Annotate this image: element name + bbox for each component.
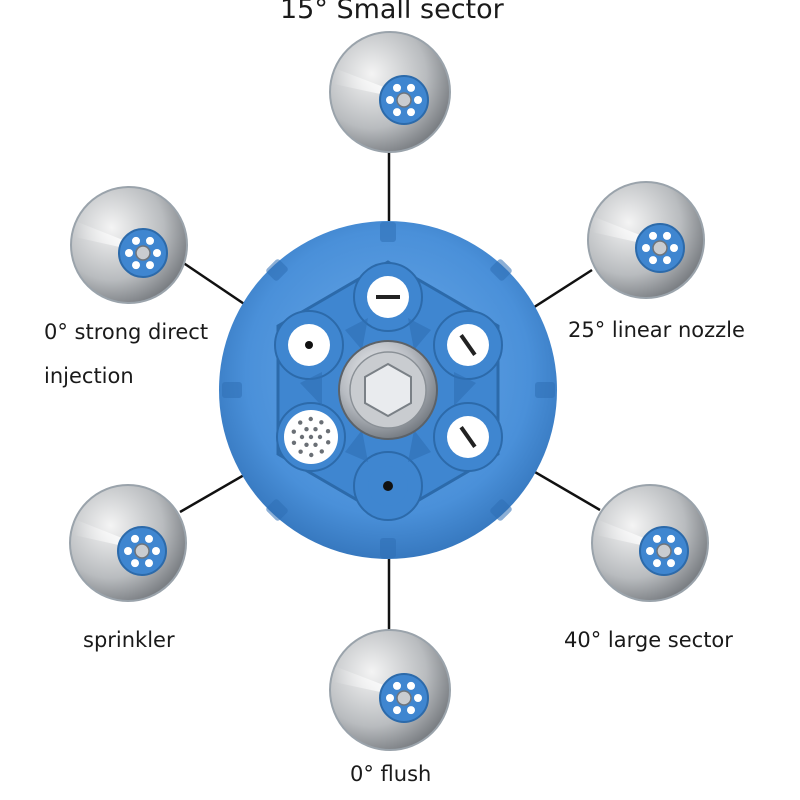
spray-jet xyxy=(592,216,650,245)
port-upper-left xyxy=(288,324,330,366)
sprinkler-hole xyxy=(319,449,324,454)
spray-jet xyxy=(596,519,654,548)
hex-socket-icon xyxy=(338,340,438,440)
sprinkler-hole xyxy=(325,428,331,434)
sprinkler-hole xyxy=(308,416,313,422)
label-sprinkler: sprinkler xyxy=(83,628,175,652)
port-top xyxy=(367,276,409,318)
sprinkler-hole xyxy=(291,440,297,446)
spray-jet xyxy=(334,68,394,97)
label-0-strong-direct-line1: 0° strong direct xyxy=(44,320,209,344)
port-bottom xyxy=(368,466,408,506)
sprinkler-hole xyxy=(299,434,305,440)
spray-jet xyxy=(334,666,394,695)
photo-25-linear-nozzle xyxy=(587,181,705,299)
port-lower-right xyxy=(447,416,489,458)
photo-0-flush xyxy=(329,629,451,751)
sprinkler-hole xyxy=(298,420,303,425)
label-15-small-sector: 15° Small sector xyxy=(280,0,504,25)
photo-15-small-sector xyxy=(329,31,451,153)
sprinkler-hole xyxy=(313,427,318,432)
spray-jet xyxy=(74,519,132,548)
spray-jet xyxy=(75,221,133,250)
sprinkler-hole xyxy=(308,434,314,440)
sprinkler-hole xyxy=(309,452,314,458)
photo-sprinkler xyxy=(69,484,187,602)
photo-0-strong-direct xyxy=(70,186,188,304)
sprinkler-hole xyxy=(317,434,323,440)
label-0-strong-direct-line2: injection xyxy=(44,364,134,388)
sprinkler-hole xyxy=(325,440,331,445)
label-40-large-sector: 40° large sector xyxy=(564,628,733,652)
photo-40-large-sector xyxy=(591,484,709,602)
label-25-linear-nozzle: 25° linear nozzle xyxy=(568,318,745,342)
label-0-flush: 0° flush xyxy=(350,762,432,786)
port-upper-right xyxy=(447,324,489,366)
sprinkler-hole xyxy=(304,427,309,432)
sprinkler-hole xyxy=(304,442,309,447)
sprinkler-hole xyxy=(313,442,318,447)
sprinkler-hole xyxy=(298,449,303,454)
port-lower-left-sprinkler xyxy=(284,410,338,464)
sprinkler-hole xyxy=(319,420,324,425)
sprinkler-hole xyxy=(291,429,297,434)
